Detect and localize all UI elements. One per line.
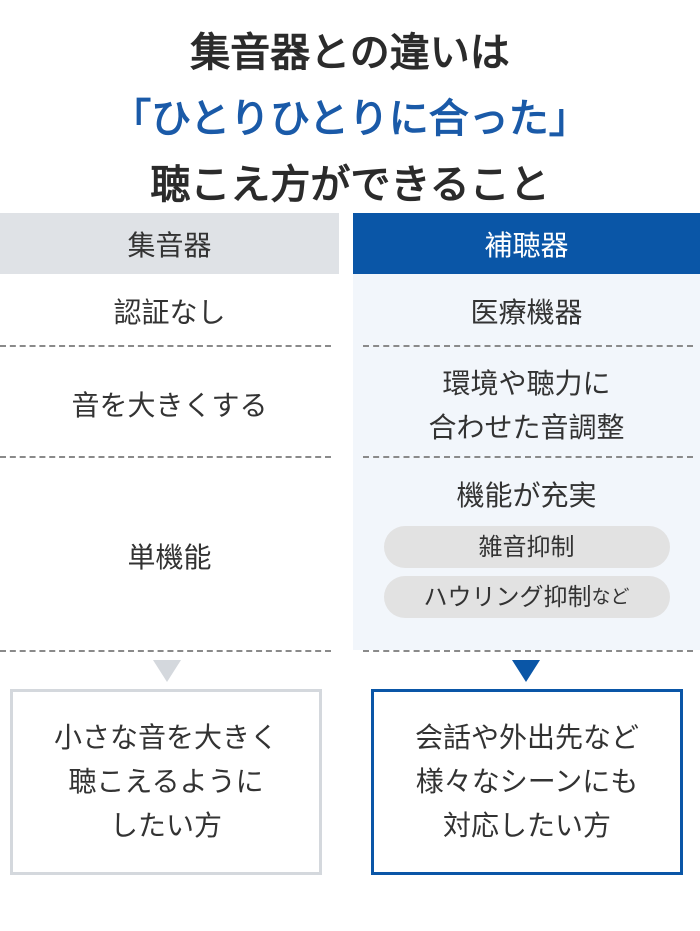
row1-left-text: 認証なし [113, 296, 226, 329]
row1-left-cell: 認証なし [0, 283, 339, 343]
row2-right-line2: 合わせた音調整 [428, 411, 625, 444]
recommend-right-line3: 対応したい方 [442, 809, 611, 842]
row3-right-cell: 機能が充実 雑音抑制 ハウリング抑制など [353, 474, 700, 644]
title-line-1: 集音器との違いは [190, 30, 510, 76]
feature-tag-suffix: など [591, 586, 630, 608]
row3-left-text: 単機能 [127, 541, 212, 574]
row3-right-text: 機能が充実 [456, 479, 597, 512]
recommend-right-line1: 会話や外出先など [414, 721, 639, 754]
row3-left-cell: 単機能 [0, 470, 339, 646]
row2-left-cell: 音を大きくする [0, 360, 339, 452]
title-line-2: 「ひとりひとりに合った」 [111, 96, 589, 142]
row-divider-1-left [0, 345, 331, 347]
feature-tag-howling-suppression: ハウリング抑制など [383, 576, 670, 618]
title-line-3: 聴こえ方ができること [150, 162, 550, 208]
row-divider-3-right [363, 650, 693, 652]
feature-tag-noise-suppression: 雑音抑制 [383, 526, 670, 568]
recommend-left-line3: したい方 [109, 809, 222, 842]
row-divider-1-right [363, 345, 693, 347]
row-divider-2-left [0, 456, 331, 458]
column-header-hearing-aid: 補聴器 [353, 213, 700, 274]
row-divider-3-left [0, 650, 331, 652]
column-header-sound-collector: 集音器 [0, 213, 339, 274]
recommend-left-line1: 小さな音を大きく [53, 721, 278, 754]
row2-left-text: 音を大きくする [71, 389, 268, 422]
recommend-right-line2: 様々なシーンにも [415, 765, 639, 798]
row2-right-line1: 環境や聴力に [442, 367, 611, 400]
recommend-box-sound-collector: 小さな音を大きく 聴こえるように したい方 [10, 689, 322, 875]
row2-right-cell: 環境や聴力に 合わせた音調整 [353, 360, 700, 452]
recommend-box-hearing-aid: 会話や外出先など 様々なシーンにも 対応したい方 [371, 689, 683, 875]
feature-tag-noise-suppression-label: 雑音抑制 [478, 533, 575, 561]
feature-tag-howling-suppression-label: ハウリング抑制 [423, 583, 592, 611]
recommend-left-line2: 聴こえるように [68, 765, 264, 798]
row-divider-2-right [363, 456, 693, 458]
row1-right-text: 医療機器 [470, 296, 583, 329]
row1-right-cell: 医療機器 [353, 283, 700, 343]
page-title: 集音器との違いは 「ひとりひとりに合った」 聴こえ方ができること [0, 20, 700, 218]
down-arrow-icon [512, 660, 540, 682]
down-arrow-icon [153, 660, 181, 682]
